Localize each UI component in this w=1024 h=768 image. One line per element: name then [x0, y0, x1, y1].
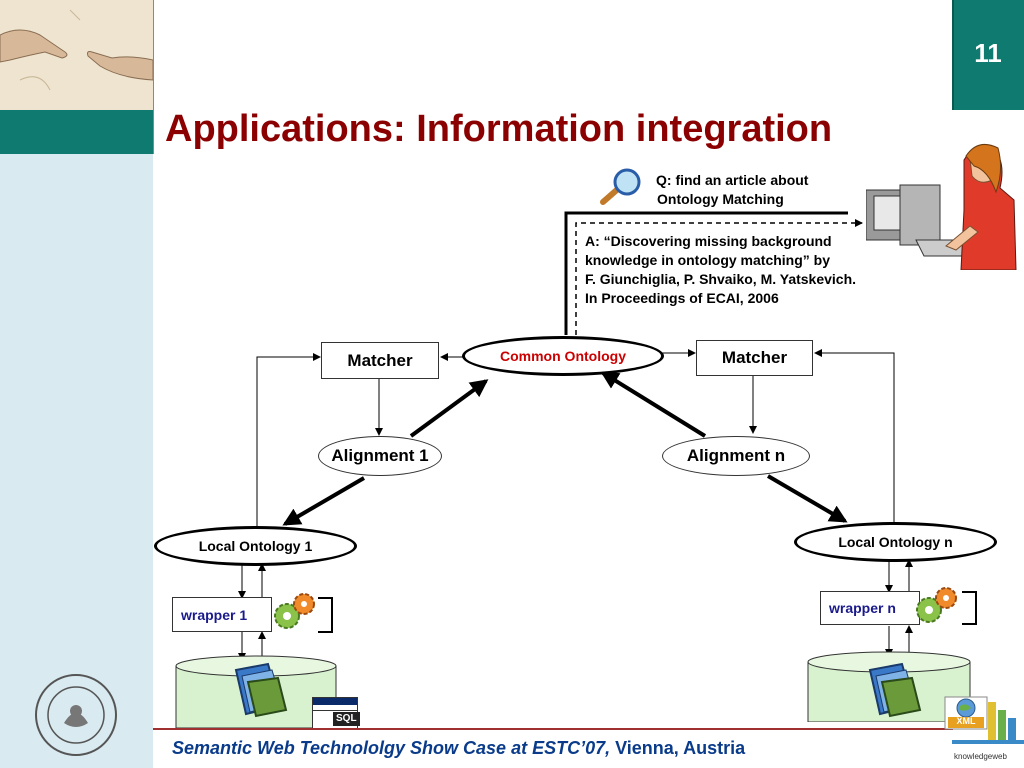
sql-table-icon: SQL — [312, 697, 360, 729]
footer-event: Semantic Web Technololgy Show Case at ES… — [172, 738, 611, 758]
wrapper-1-box: wrapper 1 — [172, 597, 272, 632]
wrapper-n-label: wrapper n — [829, 600, 896, 616]
gears-icon — [912, 584, 962, 628]
answer-line-4: In Proceedings of ECAI, 2006 — [585, 290, 779, 306]
alignment-n-node: Alignment n — [662, 436, 810, 476]
answer-line-2: knowledge in ontology matching” by — [585, 252, 831, 268]
local-ontology-1-node: Local Ontology 1 — [154, 526, 357, 566]
alignment-1-node: Alignment 1 — [318, 436, 442, 476]
sql-label: SQL — [333, 712, 360, 726]
knowledgeweb-label: knowledgeweb — [954, 752, 1007, 761]
matcher-right-node: Matcher — [696, 340, 813, 376]
answer-line-3: F. Giunchiglia, P. Shvaiko, M. Yatskevic… — [585, 271, 857, 287]
gears-icon — [270, 590, 320, 634]
wrapper-n-box: wrapper n — [820, 591, 920, 625]
footer-text: Semantic Web Technololgy Show Case at ES… — [172, 738, 745, 759]
magnifier-icon — [597, 168, 645, 208]
folder-icon — [228, 660, 288, 718]
creation-fresco-image — [0, 0, 153, 110]
slide-number-box — [952, 0, 1024, 110]
answer-line-1: A: “Discovering missing background — [585, 233, 832, 249]
query-text: Q: find an article about Ontology Matchi… — [656, 171, 808, 209]
wrapper-1-label: wrapper 1 — [181, 606, 248, 623]
footer-divider — [153, 728, 953, 730]
slide-number: 11 — [974, 38, 1002, 68]
folder-icon — [862, 660, 922, 718]
page-title: Applications: Information integration — [165, 108, 833, 150]
person-at-computer-icon — [865, 140, 1024, 271]
university-seal-icon — [34, 673, 118, 757]
answer-text: A: “Discovering missing background knowl… — [585, 232, 856, 308]
local-ontology-n-node: Local Ontology n — [794, 522, 997, 562]
teal-band — [0, 110, 153, 154]
xml-label: XML — [956, 716, 976, 726]
knowledgeweb-logo: knowledgeweb — [952, 698, 1024, 768]
footer-location: Vienna, Austria — [610, 738, 746, 758]
matcher-left-node: Matcher — [321, 342, 439, 379]
divider — [153, 0, 154, 154]
query-line-1: Q: find an article about — [656, 172, 809, 188]
query-line-2: Ontology Matching — [657, 191, 784, 207]
xml-globe-icon: XML — [944, 696, 988, 730]
common-ontology-node: Common Ontology — [462, 336, 664, 376]
